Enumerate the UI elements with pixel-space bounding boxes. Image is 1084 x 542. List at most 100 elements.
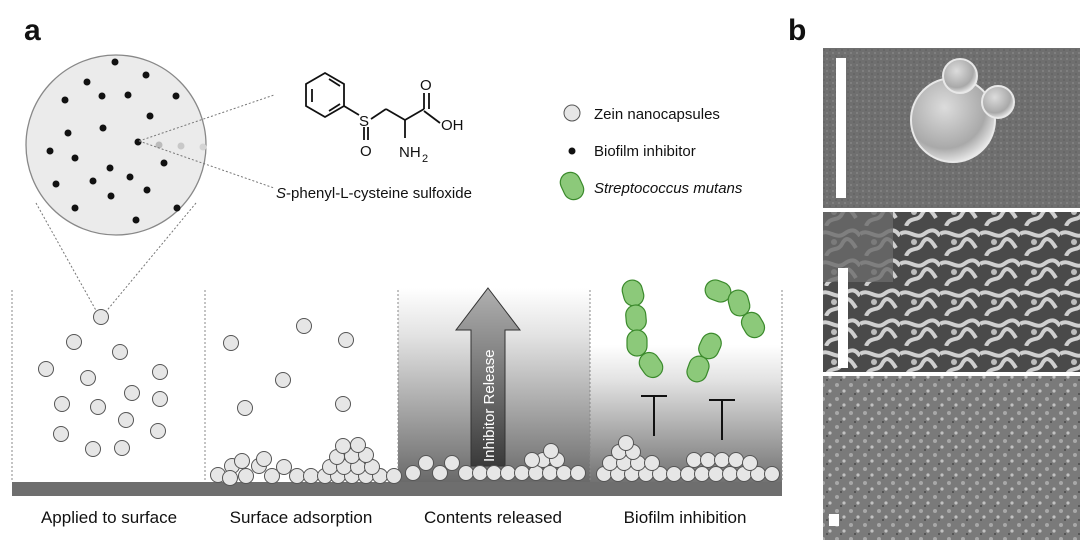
nanocapsule-zoom-circle (25, 54, 207, 236)
bacterium (621, 279, 645, 307)
stage-label-inhibition: Biofilm inhibition (623, 508, 747, 527)
nanocapsule (66, 334, 82, 350)
nanocapsule (264, 468, 280, 484)
legend-label: Streptococcus mutans (594, 180, 743, 197)
scale-bar (836, 58, 846, 198)
inhibition-symbols (641, 395, 735, 440)
legend-label: Biofilm inhibitor (594, 143, 696, 160)
nanocapsule (152, 391, 168, 407)
surface-bar (12, 482, 782, 496)
nanocapsule (764, 466, 780, 482)
nanocapsule (338, 332, 354, 348)
scale-bar (829, 514, 839, 526)
chemical-name: S-phenyl-L-cysteine sulfoxide (276, 185, 472, 202)
nanocapsule (335, 396, 351, 412)
nanocapsule (93, 309, 109, 325)
nanocapsule (618, 435, 634, 451)
bacteria-chains (621, 279, 766, 383)
atom-nh-subscript: 2 (422, 153, 428, 165)
bacterium-green-icon (559, 171, 585, 201)
nanocapsule (152, 364, 168, 380)
stage-label-adsorption: Surface adsorption (229, 508, 373, 527)
nanocapsule (742, 455, 758, 471)
legend-label: Zein nanocapsules (594, 106, 720, 123)
atom-nh: NH (399, 144, 421, 161)
nanocapsule (237, 400, 253, 416)
nanocapsule (570, 465, 586, 481)
nanocapsule-circle-icon (563, 104, 581, 122)
nanocapsule (296, 318, 312, 334)
nanocapsule (118, 412, 134, 428)
stage-label-applied: Applied to surface (40, 508, 178, 527)
nanocapsule (432, 465, 448, 481)
chemical-structure (305, 71, 441, 140)
bacterium (626, 329, 648, 357)
section-dividers (11, 290, 783, 482)
atom-o-carbonyl: O (420, 77, 432, 94)
inhibitor-dot-icon (568, 147, 576, 155)
chemical-atoms: S O O OH NH 2 (359, 77, 464, 165)
nanocapsule (303, 468, 319, 484)
inhibitor-release-arrow (454, 287, 522, 467)
nanocapsule (234, 453, 250, 469)
nanocapsule (680, 466, 696, 482)
atom-s: S (359, 113, 369, 130)
nanocapsule (728, 452, 744, 468)
nanocapsule (124, 385, 140, 401)
nanocapsule (458, 465, 474, 481)
nanocapsule (472, 465, 488, 481)
nanocapsule (222, 470, 238, 486)
nanocapsule (112, 344, 128, 360)
stage-label-released: Contents released (424, 508, 562, 527)
nanocapsule (150, 423, 166, 439)
connector-lines (35, 94, 275, 315)
nanocapsule (114, 440, 130, 456)
bacterium (686, 355, 710, 383)
atom-o-sulfoxide: O (360, 143, 372, 160)
nanocapsule (644, 455, 660, 471)
nanocapsule-zoom (25, 54, 207, 236)
nanocapsule (38, 361, 54, 377)
inhibitor-dots (46, 58, 181, 224)
nanocapsule (686, 452, 702, 468)
bacterium (727, 289, 751, 317)
bacterium (638, 351, 664, 379)
nanocapsule (276, 459, 292, 475)
nanocapsule (418, 455, 434, 471)
inhibitor-dot-fade (199, 143, 207, 151)
nanocapsule (256, 451, 272, 467)
nanocapsule (85, 441, 101, 457)
sem-image-low-magnification-film (823, 376, 1080, 540)
nanocapsule (54, 396, 70, 412)
nanocapsule (666, 466, 682, 482)
sem-panel (823, 48, 1080, 540)
nanocapsule (223, 335, 239, 351)
panel-a-label: a (24, 14, 41, 47)
nanocapsule (90, 399, 106, 415)
nanocapsule (238, 468, 254, 484)
nanocapsule (289, 468, 305, 484)
nanocapsule (524, 452, 540, 468)
nanocapsule (275, 372, 291, 388)
inhibitor-dot-fade (155, 141, 163, 149)
sem-image-aggregated-network (823, 212, 1080, 372)
nanocapsule (714, 452, 730, 468)
nanocapsule (405, 465, 421, 481)
bacterium (740, 311, 766, 339)
nanocapsule (722, 466, 738, 482)
nanocapsule (386, 468, 402, 484)
panel-b-label: b (788, 14, 807, 47)
inhibitor-dot-fade (177, 142, 185, 150)
nanocapsule (500, 465, 516, 481)
nanocapsule (486, 465, 502, 481)
nanocapsule (444, 455, 460, 471)
arrow-label: Inhibitor Release (481, 349, 498, 462)
nanocapsules (38, 309, 780, 486)
scale-bar (838, 268, 848, 368)
mechanism-diagram: S O O OH NH 2 S-phenyl-L-cysteine sulfox… (11, 54, 783, 496)
nanocapsule (700, 452, 716, 468)
nanocapsule (514, 465, 530, 481)
nanocapsule (694, 466, 710, 482)
nanocapsule (708, 466, 724, 482)
nanocapsule (335, 438, 351, 454)
